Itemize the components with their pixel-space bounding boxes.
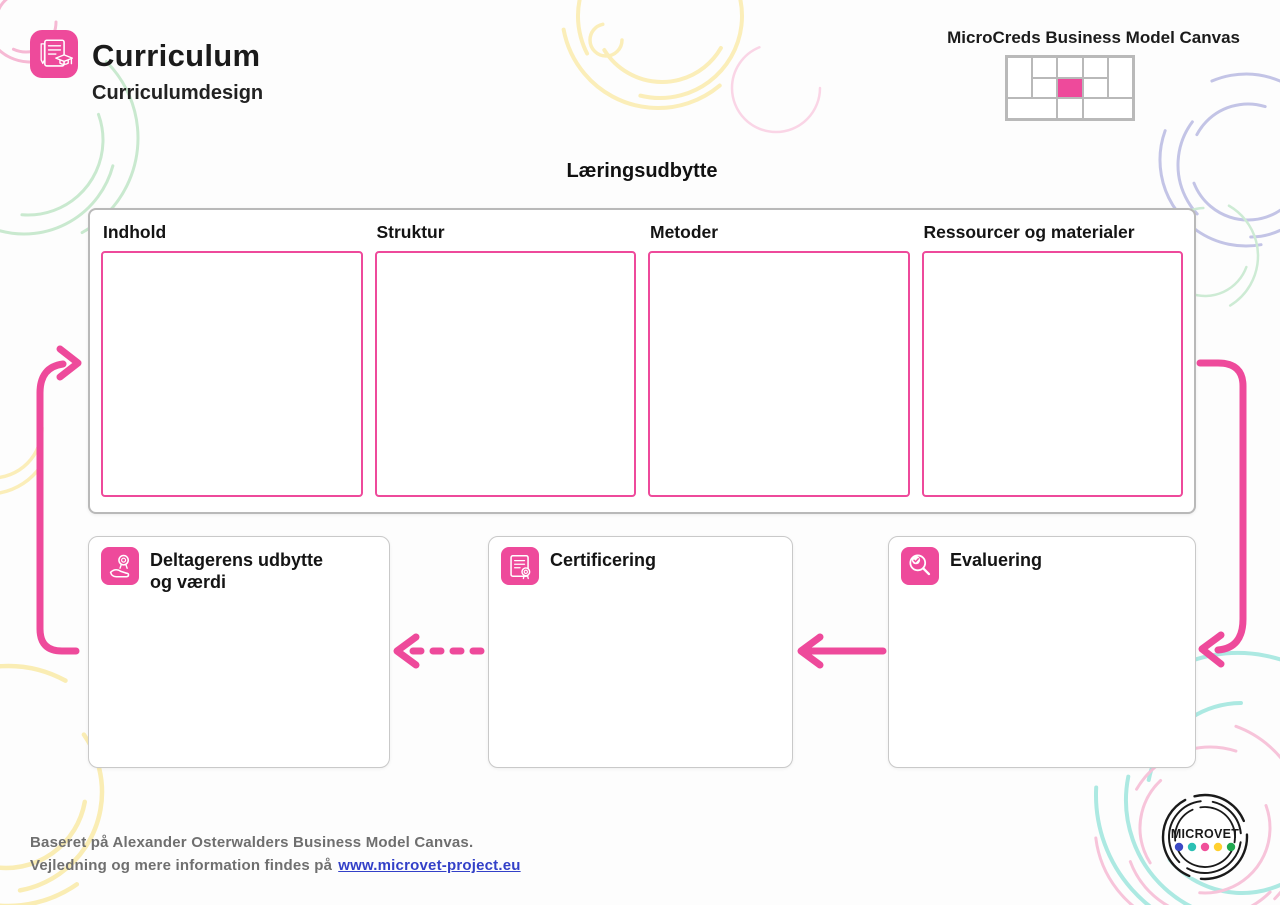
bmc-highlight-cell — [1057, 77, 1083, 99]
magnifier-check-icon — [901, 547, 939, 585]
column-metoder: Metoder — [648, 220, 910, 497]
footer-credit: Baseret på Alexander Osterwalders Busine… — [30, 834, 474, 851]
box-header: Deltagerens udbytte og værdi — [101, 547, 377, 593]
column-label: Metoder — [650, 222, 719, 242]
bmc-cell — [1007, 57, 1033, 99]
page-title: Curriculum — [92, 38, 261, 73]
box-label: Evaluering — [950, 550, 1043, 570]
column-label: Ressourcer og materialer — [923, 222, 1135, 242]
logo-dot-yellow — [1213, 842, 1223, 852]
box-header: Evaluering — [901, 547, 1183, 585]
arrow-certificering-to-deltagerens — [393, 633, 485, 669]
bmc-cell — [1032, 77, 1058, 99]
arrow-evaluering-to-certificering — [797, 633, 887, 669]
bmc-cell — [1082, 57, 1108, 78]
logo-dot-blue — [1174, 842, 1184, 852]
box-certificering[interactable]: Certificering — [488, 536, 793, 768]
bmc-cell — [1082, 77, 1108, 99]
box-label: Certificering — [550, 550, 657, 570]
page-subtitle: Curriculumdesign — [92, 82, 264, 104]
curriculum-app-icon — [30, 30, 78, 78]
box-header: Certificering — [501, 547, 780, 585]
field-ressourcer[interactable] — [921, 251, 1183, 497]
bmc-cell — [1057, 98, 1083, 119]
canvas-heading: Læringsudbytte — [566, 160, 718, 182]
certificate-icon — [501, 547, 539, 585]
column-struktur: Struktur — [374, 220, 636, 497]
logo-text: MICROVET — [1171, 827, 1239, 841]
bmc-cell — [1082, 98, 1133, 119]
bmc-cell — [1032, 57, 1058, 78]
box-deltagerens-udbytte[interactable]: Deltagerens udbytte og værdi — [88, 536, 390, 768]
microvet-link[interactable]: www.microvet-project.eu — [338, 857, 521, 874]
deco-circles-top-middle — [560, 0, 822, 134]
field-metoder[interactable] — [648, 251, 910, 497]
bmc-cell — [1007, 98, 1058, 119]
bmc-minimap-title: MicroCreds Business Model Canvas — [947, 28, 1240, 47]
bmc-cell — [1057, 57, 1083, 78]
box-label: Deltagerens udbytte og værdi — [150, 550, 324, 592]
column-indhold: Indhold — [101, 220, 363, 497]
arrow-left-up — [36, 345, 82, 655]
field-indhold[interactable] — [101, 251, 363, 497]
logo-dot-pink — [1200, 842, 1210, 852]
box-evaluering[interactable]: Evaluering — [888, 536, 1196, 768]
logo-dot-teal — [1187, 842, 1197, 852]
deco-circles-left-middle — [0, 364, 54, 496]
laeringsudbytte-box: Indhold Struktur Metoder Ressourcer og m… — [88, 208, 1196, 514]
field-struktur[interactable] — [374, 251, 636, 497]
arrow-right-down — [1196, 359, 1247, 668]
microvet-logo: MICROVET — [1158, 790, 1252, 884]
column-label: Indhold — [103, 222, 167, 242]
document-pencil-cap-icon — [40, 39, 74, 67]
bmc-minimap — [1005, 55, 1135, 121]
column-ressourcer: Ressourcer og materialer — [921, 220, 1183, 497]
column-label: Struktur — [376, 222, 445, 242]
hand-medal-icon — [101, 547, 139, 585]
bmc-cell — [1107, 57, 1133, 99]
logo-dot-green — [1226, 842, 1236, 852]
footer-info-text: Vejledning og mere information findes på — [30, 857, 333, 874]
footer-info: Vejledning og mere information findes på… — [30, 857, 521, 874]
